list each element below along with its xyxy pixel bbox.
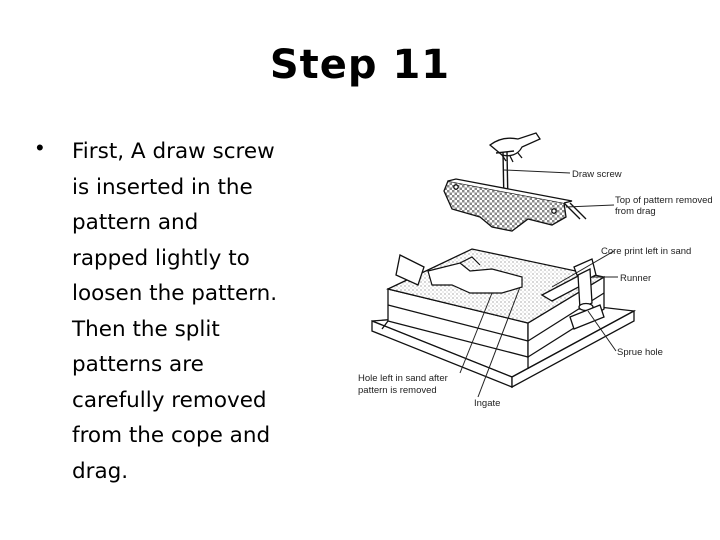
- cavity-outline: [427, 256, 523, 294]
- bullet-list: • First, A draw screw is inserted in the…: [36, 134, 326, 489]
- label-runner: Runner: [620, 273, 651, 284]
- leader-lines: [459, 169, 618, 398]
- slide-title: Step 11: [269, 42, 451, 88]
- pattern-half-icon: [443, 178, 587, 232]
- label-sprue-hole: Sprue hole: [617, 347, 663, 358]
- sand-casting-diagram: Draw screw Top of pattern removed from d…: [358, 132, 712, 409]
- bullet-dot-icon: •: [36, 135, 44, 160]
- label-top-pattern-1: Top of pattern removed: [615, 195, 712, 206]
- runner-and-sprue: [540, 267, 605, 330]
- bullet-text: First, A draw screw is inserted in the p…: [72, 139, 278, 484]
- label-core-print: Core print left in sand: [601, 246, 691, 257]
- hand-icon: [488, 132, 541, 163]
- label-ingate: Ingate: [474, 398, 500, 409]
- label-hole-left-1: Hole left in sand after: [358, 373, 448, 384]
- label-hole-left-2: pattern is removed: [358, 385, 437, 396]
- label-draw-screw: Draw screw: [572, 169, 622, 180]
- label-top-pattern-2: from drag: [615, 206, 656, 217]
